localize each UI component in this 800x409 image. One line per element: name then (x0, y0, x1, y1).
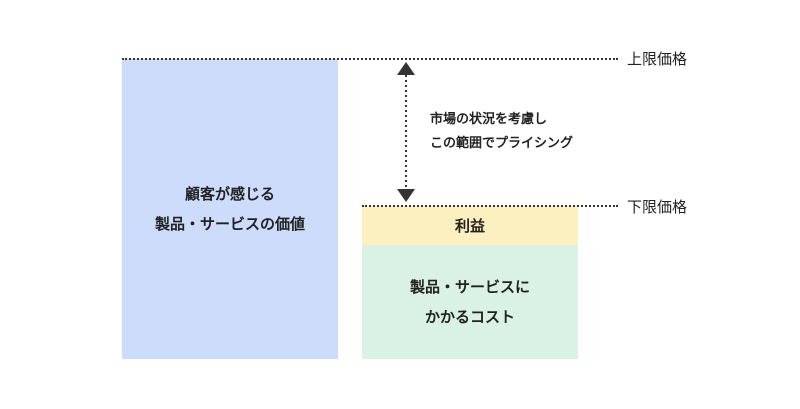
double-headed-vertical-arrow-icon (397, 62, 415, 202)
profit-label: 利益 (454, 216, 485, 235)
cost-block: 製品・サービスに かかるコスト (362, 245, 578, 359)
lower-limit-label: 下限価格 (627, 198, 688, 216)
arrow-head-down (397, 189, 415, 202)
customer-value-label: 顧客が感じる 製品・サービスの価値 (154, 185, 305, 233)
pricing-range-note: 市場の状況を考慮し この範囲でプライシング (430, 112, 574, 151)
profit-block: 利益 (362, 206, 578, 245)
customer-value-block: 顧客が感じる 製品・サービスの価値 (122, 59, 338, 359)
upper-limit-line (122, 58, 618, 60)
cost-label: 製品・サービスに かかるコスト (409, 278, 530, 326)
arrow-head-up (397, 62, 415, 75)
lower-limit-line (362, 205, 618, 207)
upper-limit-label: 上限価格 (627, 50, 688, 68)
